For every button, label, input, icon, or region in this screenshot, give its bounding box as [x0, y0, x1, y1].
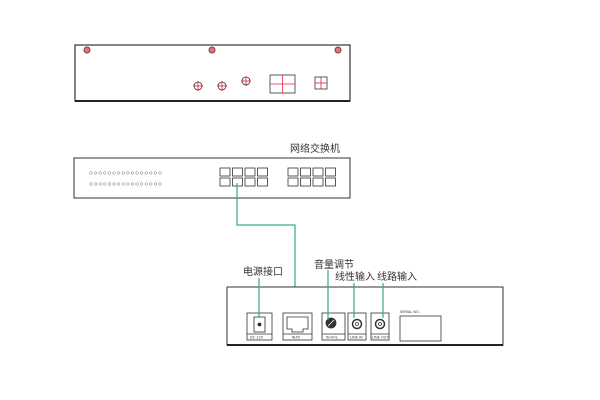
led-indicator: [98, 171, 102, 175]
led-indicator: [153, 182, 157, 186]
led-indicator: [158, 182, 162, 186]
led-indicator: [140, 182, 144, 186]
dc-port-label: DC 12V: [250, 336, 264, 340]
switch-port: [312, 167, 324, 177]
switch-port: [257, 177, 268, 187]
line-out-port-label: LINE OUT: [372, 336, 389, 340]
led-indicator: [130, 182, 134, 186]
vol-port-label: IN-VOL: [326, 336, 338, 340]
led-indicator: [112, 182, 116, 186]
serial-number-plate: [399, 315, 442, 342]
led-indicator: [117, 182, 121, 186]
led-indicator: [158, 171, 162, 175]
switch-port: [219, 177, 231, 187]
network-cable: [236, 183, 296, 328]
volume-label: 音量调节: [314, 258, 354, 271]
led-indicator: [121, 171, 125, 175]
led-indicator: [153, 171, 157, 175]
led-indicator: [112, 171, 116, 175]
serial-label: SERIAL NO.: [400, 310, 420, 314]
led-indicator: [135, 171, 139, 175]
led-indicator: [149, 182, 153, 186]
led-indicator: [135, 182, 139, 186]
led-indicator: [94, 171, 98, 175]
switch-port: [244, 167, 256, 177]
led-indicator: [107, 171, 111, 175]
led-indicator: [149, 171, 153, 175]
led-indicator: [117, 171, 121, 175]
volume-knob: [321, 312, 346, 341]
led-indicator: [130, 171, 134, 175]
switch-label: 网络交换机: [290, 142, 340, 155]
switch-port: [300, 177, 311, 187]
switch-port: [219, 167, 231, 177]
led-indicator: [107, 182, 111, 186]
line-out-jack: [370, 312, 390, 341]
led-indicator: [126, 182, 130, 186]
rear-panel: DC 12V RJ45 IN-VOL LINE IN LINE OUT SERI…: [226, 286, 504, 346]
led-indicator: [89, 171, 93, 175]
switch-port: [300, 167, 311, 177]
switch-port: [312, 177, 324, 187]
power-label: 电源接口: [243, 265, 283, 278]
led-indicator: [144, 182, 148, 186]
network-switch: [73, 157, 351, 199]
line-out-label: 线路输入: [377, 270, 417, 283]
led-indicator: [126, 171, 130, 175]
led-indicator: [103, 182, 107, 186]
line-in-label: 线性输入: [335, 270, 375, 283]
front-panel: [74, 44, 351, 102]
rj45-port-label: RJ45: [292, 336, 300, 340]
switch-port: [325, 167, 336, 177]
rj45-port: [282, 312, 313, 341]
led-indicator: [140, 171, 144, 175]
line-in-port-label: LINE IN: [350, 336, 363, 340]
switch-port: [232, 167, 243, 177]
switch-port: [325, 177, 336, 187]
screw-icon: [83, 46, 342, 54]
led-indicator: [121, 182, 125, 186]
led-indicator: [94, 182, 98, 186]
line-in-jack: [347, 312, 367, 341]
switch-port: [257, 167, 268, 177]
switch-port: [287, 167, 299, 177]
led-indicator: [89, 182, 93, 186]
switch-port: [244, 177, 256, 187]
led-indicator: [144, 171, 148, 175]
led-indicator: [103, 171, 107, 175]
switch-port: [287, 177, 299, 187]
led-indicator: [98, 182, 102, 186]
